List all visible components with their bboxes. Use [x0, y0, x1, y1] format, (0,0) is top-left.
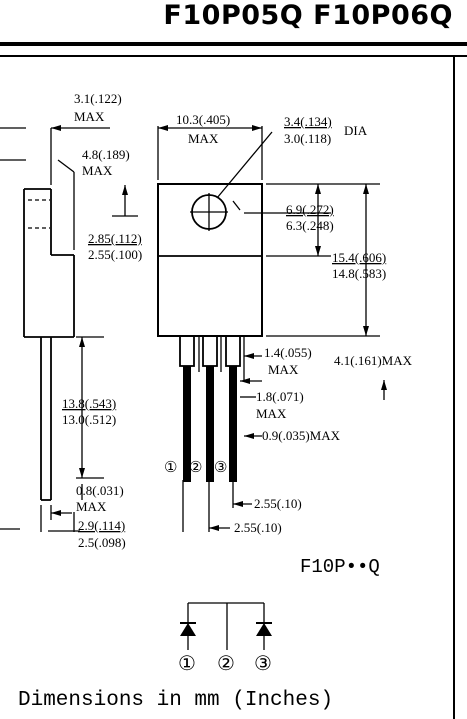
part-code: F10P••Q — [300, 556, 380, 578]
body-height-min: 14.8(.583) — [332, 266, 386, 281]
step-min: 2.55(.100) — [88, 247, 142, 262]
body-width-max: MAX — [188, 131, 219, 146]
lead-3 — [229, 366, 237, 482]
diode-2-icon — [256, 623, 272, 636]
pin-3-label: ③ — [214, 460, 227, 476]
hole-height-min: 6.3(.248) — [286, 218, 334, 233]
lead-shoulder-max: MAX — [256, 406, 287, 421]
schematic-pin-3: ③ — [254, 653, 272, 675]
lead-thin-label: 0.9(.035)MAX — [262, 428, 341, 443]
lead-offset-label: 4.1(.161)MAX — [334, 353, 413, 368]
lead-thick-max: MAX — [76, 499, 107, 514]
side-width-max: 2.9(.114) — [78, 518, 125, 533]
pitch-2-label: 2.55(.10) — [234, 520, 282, 535]
body-height-max: 15.4(.606) — [332, 250, 386, 265]
lead-width-max: MAX — [268, 362, 299, 377]
lead-length-min: 13.0(.512) — [62, 412, 116, 427]
body-width-label: 10.3(.405) — [176, 112, 230, 127]
top-thickness-label: 4.8(.189) — [82, 147, 130, 162]
hole-dia-max: 3.4(.134) — [284, 114, 332, 129]
lead-thick-label: 0.8(.031) — [76, 483, 124, 498]
schematic-pin-1: ① — [178, 653, 196, 675]
hole-dia-min: 3.0(.118) — [284, 131, 331, 146]
step-max: 2.85(.112) — [88, 231, 142, 246]
top-thickness-max: MAX — [82, 163, 113, 178]
pin-1-label: ① — [164, 460, 177, 476]
part-title: F10P05Q F10P06Q — [163, 0, 453, 31]
diode-1-icon — [180, 623, 196, 636]
lead-width-label: 1.4(.055) — [264, 345, 312, 360]
side-width-min: 2.5(.098) — [78, 535, 126, 550]
hole-height-max: 6.9(.272) — [286, 202, 334, 217]
hole-dia-label: DIA — [344, 123, 368, 138]
lead-1 — [183, 366, 191, 482]
lead-tab-thickness-max: MAX — [74, 109, 105, 124]
lead-length-max: 13.8(.543) — [62, 396, 116, 411]
lead-tab-thickness-label: 3.1(.122) — [74, 91, 122, 106]
dimensions-caption: Dimensions in mm (Inches) — [18, 689, 333, 712]
schematic-symbol — [180, 602, 272, 650]
schematic-pin-2: ② — [217, 653, 235, 675]
pin-2-label: ② — [189, 460, 202, 476]
pitch-1-label: 2.55(.10) — [254, 496, 302, 511]
side-view — [0, 127, 138, 532]
lead-2 — [206, 366, 214, 482]
lead-shoulder-label: 1.8(.071) — [256, 389, 304, 404]
